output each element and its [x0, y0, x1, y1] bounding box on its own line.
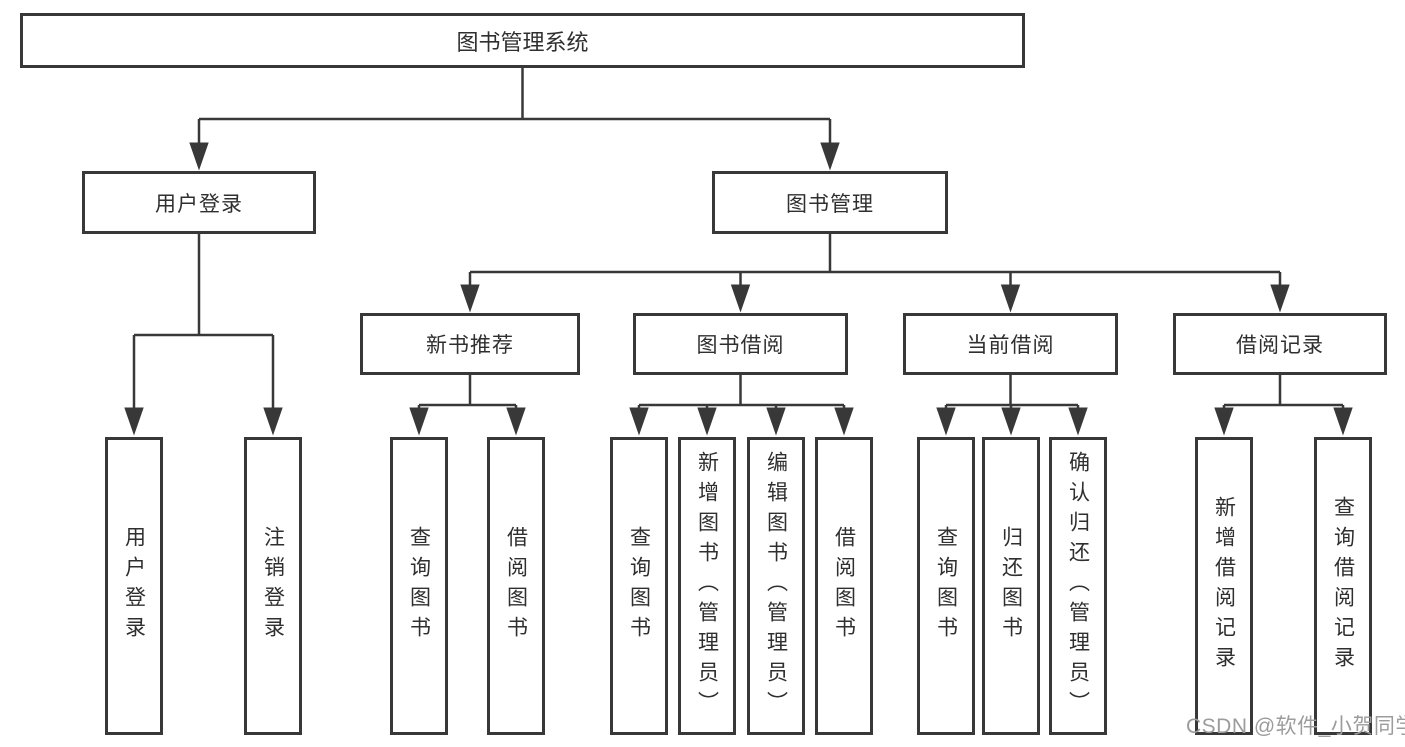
node-label: 新增借阅记录 [1212, 496, 1236, 676]
node-label: 注销登录 [261, 526, 285, 646]
node-leaf-recommend-borrow-book: 借阅图书 [487, 437, 545, 735]
node-leaf-edit-book-admin: 编辑图书（管理员） [747, 437, 805, 735]
node-label: 确认归还（管理员） [1066, 451, 1090, 721]
node-leaf-add-borrow-record: 新增借阅记录 [1195, 437, 1253, 735]
node-leaf-borrow-query-book: 查询图书 [610, 437, 668, 735]
arrowhead-icons [124, 142, 1353, 436]
node-label: 当前借阅 [966, 334, 1055, 357]
node-leaf-logout: 注销登录 [244, 437, 302, 735]
node-label: 借阅图书 [832, 526, 856, 646]
node-label: 新增图书（管理员） [695, 451, 719, 721]
node-book-management: 图书管理 [712, 171, 948, 234]
node-leaf-borrow-book: 借阅图书 [815, 437, 873, 735]
node-root: 图书管理系统 [20, 13, 1025, 68]
node-leaf-query-borrow-record: 查询借阅记录 [1314, 437, 1372, 735]
node-new-book-recommend: 新书推荐 [360, 313, 580, 375]
node-user-login: 用户登录 [82, 171, 316, 234]
node-borrow-record: 借阅记录 [1173, 313, 1387, 375]
node-label: 图书管理系统 [456, 29, 589, 55]
node-label: 图书管理 [786, 192, 874, 216]
node-label: 借阅记录 [1236, 334, 1324, 357]
node-label: 新书推荐 [426, 334, 514, 357]
node-book-borrow: 图书借阅 [633, 313, 848, 375]
node-label: 用户登录 [122, 526, 146, 646]
node-current-borrow: 当前借阅 [903, 313, 1118, 375]
node-leaf-return-book: 归还图书 [982, 437, 1040, 735]
node-label: 编辑图书（管理员） [764, 451, 788, 721]
node-label: 查询借阅记录 [1331, 496, 1355, 676]
node-leaf-recommend-query-book: 查询图书 [390, 437, 448, 735]
node-leaf-current-query-book: 查询图书 [917, 437, 975, 735]
node-label: 查询图书 [407, 526, 431, 646]
node-label: 查询图书 [627, 526, 651, 646]
node-leaf-add-book-admin: 新增图书（管理员） [678, 437, 736, 735]
node-label: 归还图书 [999, 526, 1023, 646]
node-label: 查询图书 [934, 526, 958, 646]
node-label: 用户登录 [155, 192, 243, 216]
node-label: 图书借阅 [696, 334, 785, 357]
node-leaf-confirm-return-admin: 确认归还（管理员） [1049, 437, 1107, 735]
watermark: CSDN @软件_小贺同学 [1186, 715, 1405, 738]
node-leaf-user-login: 用户登录 [105, 437, 163, 735]
node-label: 借阅图书 [504, 526, 528, 646]
